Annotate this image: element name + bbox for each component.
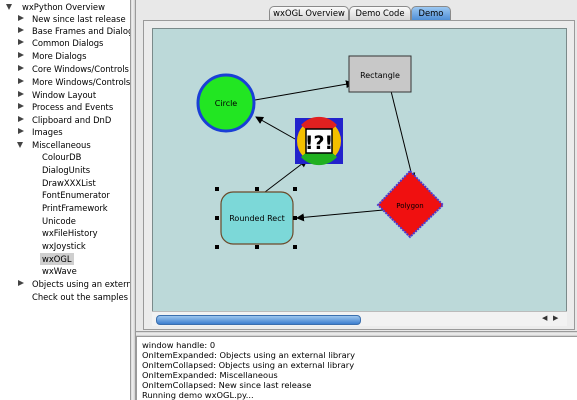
scroll-right-icon[interactable]: ▶ bbox=[553, 314, 559, 322]
horizontal-splitter[interactable] bbox=[136, 331, 577, 337]
tab-wxogl-overview[interactable]: wxOGL Overview bbox=[269, 6, 349, 20]
tab-demo-code[interactable]: Demo Code bbox=[349, 6, 411, 20]
collapsed-triangle-icon[interactable] bbox=[18, 27, 24, 33]
connector-polygon-roundedrect bbox=[296, 209, 384, 222]
circle-shape[interactable]: Circle bbox=[196, 73, 256, 133]
vertical-splitter[interactable] bbox=[130, 0, 136, 400]
collapsed-triangle-icon[interactable] bbox=[18, 91, 24, 97]
rectangle-shape[interactable]: Rectangle bbox=[348, 55, 412, 93]
polygon-shape[interactable]: Polygon bbox=[376, 169, 445, 239]
connector-circle-rectangle bbox=[254, 80, 354, 101]
rounded-rect-shape[interactable]: Rounded Rect bbox=[215, 187, 297, 249]
notebook-page: Circle Rectangle Polygon Rounded Rect bbox=[143, 20, 575, 330]
bitmap-shape[interactable]: !?! bbox=[295, 116, 343, 166]
collapsed-triangle-icon[interactable] bbox=[18, 39, 24, 45]
log-window[interactable]: window handle: 0 OnItemExpanded: Objects… bbox=[136, 337, 577, 400]
log-line: OnItemExpanded: Miscellaneous bbox=[142, 370, 278, 380]
log-line: OnItemExpanded: Objects using an externa… bbox=[142, 350, 355, 360]
collapsed-triangle-icon[interactable] bbox=[18, 65, 24, 71]
log-line: Running demo wxOGL.py... bbox=[142, 390, 254, 400]
circle-label: Circle bbox=[215, 99, 238, 108]
connector-rectangle-polygon bbox=[390, 90, 416, 181]
horizontal-scrollbar[interactable]: ◀ ▶ bbox=[152, 311, 567, 326]
wx-logo-icon: !?! bbox=[305, 132, 333, 154]
scroll-left-icon[interactable]: ◀ bbox=[542, 314, 548, 322]
collapsed-triangle-icon[interactable] bbox=[18, 15, 24, 21]
ogl-canvas[interactable]: Circle Rectangle Polygon Rounded Rect bbox=[152, 28, 567, 322]
collapsed-triangle-icon[interactable] bbox=[18, 78, 24, 84]
log-line: OnItemCollapsed: New since last release bbox=[142, 380, 312, 390]
collapsed-triangle-icon[interactable] bbox=[18, 128, 24, 134]
tab-demo[interactable]: Demo bbox=[411, 6, 451, 20]
demo-tree[interactable]: wxPython Overview New since last release… bbox=[0, 0, 130, 400]
scrollbar-thumb[interactable] bbox=[156, 315, 361, 325]
connector-roundedrect-bitmap bbox=[264, 159, 308, 193]
rectangle-label: Rectangle bbox=[360, 71, 400, 80]
log-line: OnItemCollapsed: Objects using an extern… bbox=[142, 360, 355, 370]
collapsed-triangle-icon[interactable] bbox=[18, 280, 24, 286]
log-line: window handle: 0 bbox=[142, 340, 216, 350]
selection-handles[interactable] bbox=[215, 187, 297, 249]
ogl-diagram: Circle Rectangle Polygon Rounded Rect bbox=[196, 55, 445, 249]
collapsed-triangle-icon[interactable] bbox=[18, 116, 24, 122]
expanded-triangle-icon[interactable] bbox=[17, 142, 23, 148]
polygon-label: Polygon bbox=[396, 202, 424, 210]
collapsed-triangle-icon[interactable] bbox=[18, 103, 24, 109]
collapsed-triangle-icon[interactable] bbox=[18, 52, 24, 58]
expanded-triangle-icon[interactable] bbox=[6, 4, 12, 10]
demo-pane: wxOGL Overview Demo Code Demo bbox=[136, 0, 577, 400]
rounded-rect-label: Rounded Rect bbox=[229, 214, 285, 223]
connector-bitmap-circle bbox=[255, 116, 296, 140]
